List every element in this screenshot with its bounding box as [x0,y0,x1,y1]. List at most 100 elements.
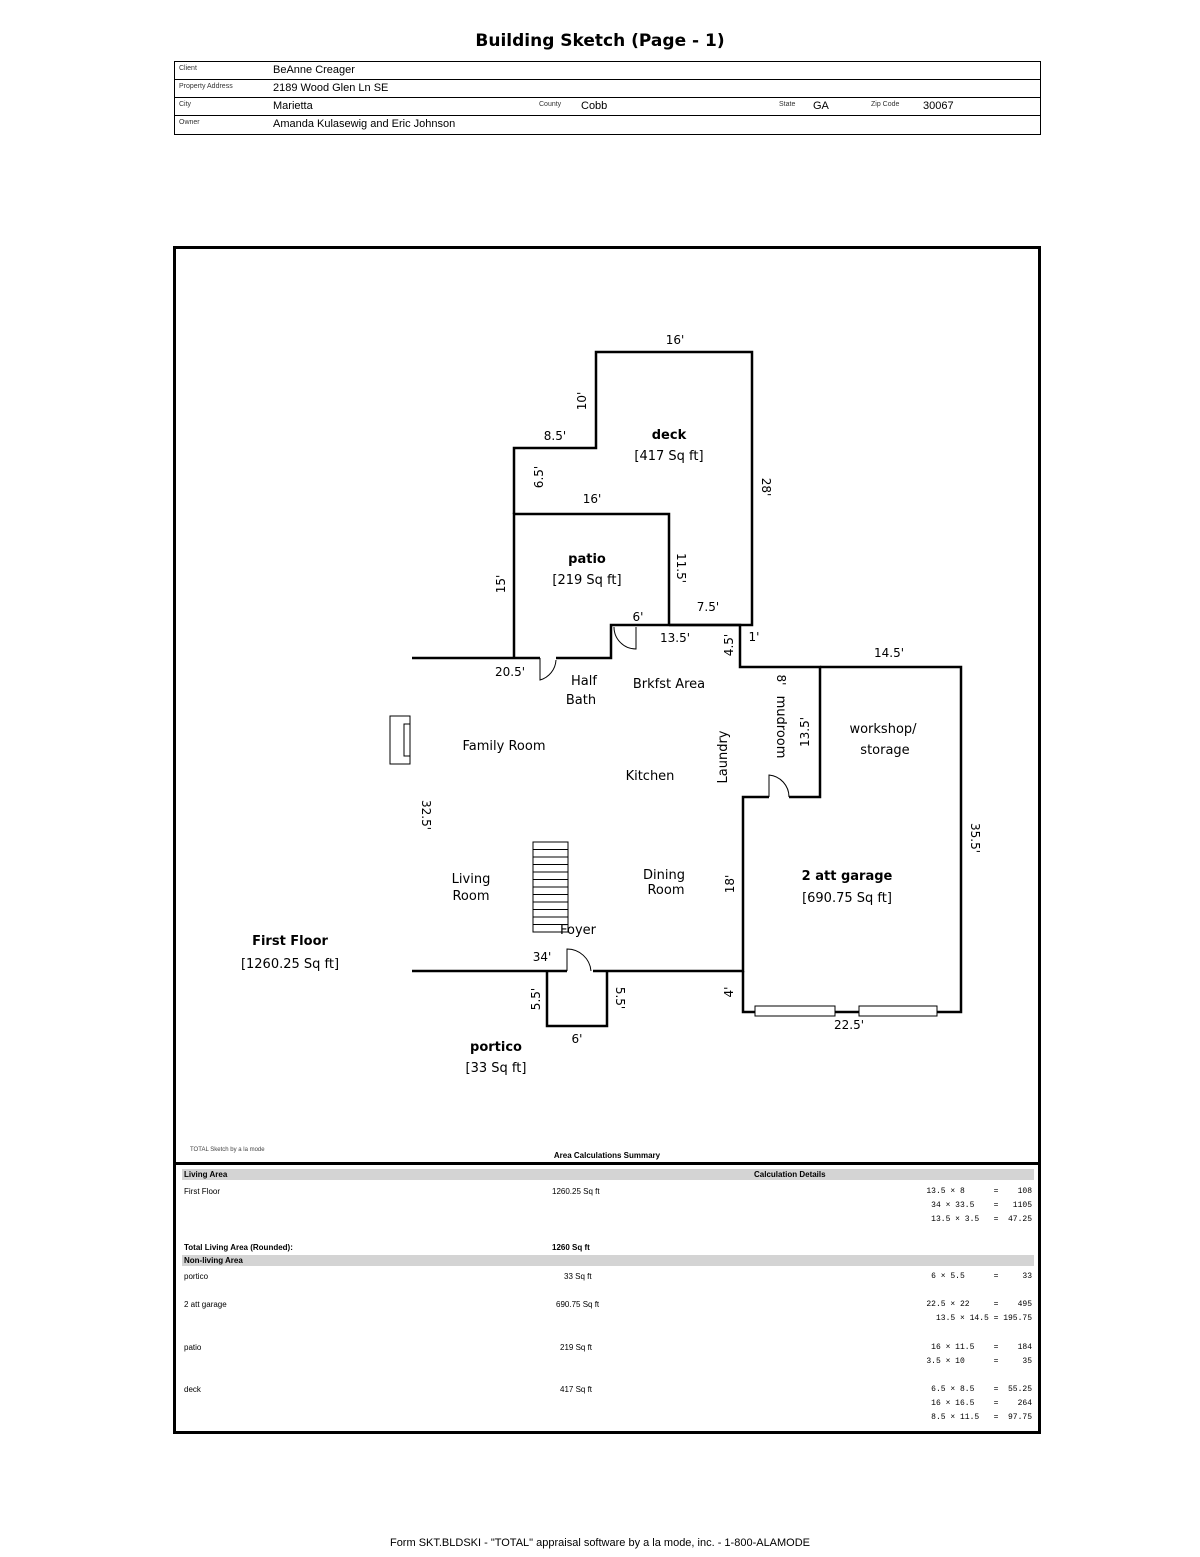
dim-main-left: 32.5' [419,800,433,830]
patio-calc-2: 3.5 × 10 = 35 [926,1357,1032,1366]
dim-garage-right: 35.5' [968,823,982,853]
address-value: 2189 Wood Glen Ln SE [273,82,389,94]
dim-garage-top: 14.5' [874,646,904,660]
garage-area: [690.75 Sq ft] [802,891,892,906]
dim-portico-bottom: 6' [572,1032,583,1046]
room-half-label: Half [571,674,597,689]
first-floor-title: First Floor [252,934,328,949]
portico-outline [545,971,609,1028]
portico-title: portico [470,1040,522,1055]
first-floor-calc-2: 34 × 33.5 = 1105 [931,1201,1032,1210]
dim-deck-left-upper: 10' [575,392,589,411]
dim-patio-right: 11.5' [674,553,688,583]
total-living-value: 1260 Sq ft [552,1243,590,1252]
portico-row-value: 33 Sq ft [564,1272,592,1281]
page-title: Building Sketch (Page - 1) [475,31,725,51]
patio-door-swing-icon [539,658,557,681]
patio-row-label: patio [184,1343,202,1352]
dim-main-bottom: 34' [533,950,552,964]
room-foyer-label: Foyer [560,923,597,938]
staircase-icon [532,841,569,933]
zip-label: Zip Code [871,101,900,108]
page-footer: Form SKT.BLDSKI - "TOTAL" appraisal soft… [389,1537,811,1549]
first-floor-calc-1: 13.5 × 8 = 108 [926,1187,1032,1196]
room-workshop-label: workshop/ [849,722,917,737]
garage-door-left [754,1005,836,1017]
state-value: GA [813,100,829,112]
portico-area: [33 Sq ft] [466,1061,527,1076]
patio-calc-1: 16 × 11.5 = 184 [931,1343,1032,1352]
dim-deck-step: 8.5' [544,429,566,443]
patio-title: patio [568,552,606,567]
deck-calc-3: 8.5 × 11.5 = 97.75 [931,1413,1032,1422]
fireplace [389,715,411,765]
door-swings [539,626,790,972]
city-value: Marietta [273,100,313,112]
nonliving-area-header: Non-living Area [184,1256,243,1265]
main-house-outline [412,623,822,973]
dim-main-top-left: 20.5' [495,665,525,679]
living-area-header: Living Area [184,1170,228,1179]
patio-outline [512,512,671,658]
floor-plan-sketch: deck [417 Sq ft] patio [219 Sq ft] 2 att… [241,333,982,1076]
owner-label: Owner [179,119,200,126]
dim-brkfst-width: 13.5' [660,631,690,645]
summary-title: Area Calculations Summary [553,1151,661,1160]
calc-details-header: Calculation Details [754,1170,826,1179]
sketch-frame: deck [417 Sq ft] patio [219 Sq ft] 2 att… [173,246,1041,1434]
garage-row-label: 2 att garage [184,1300,227,1309]
room-family-label: Family Room [463,739,546,754]
address-row: Property Address 2189 Wood Glen Ln SE [175,80,1040,98]
portico-row-label: portico [184,1272,209,1281]
owner-row: Owner Amanda Kulasewig and Eric Johnson [175,116,1040,134]
dim-mud-13-5: 13.5' [798,717,812,747]
first-floor-calc-3: 13.5 × 3.5 = 47.25 [931,1215,1032,1224]
bath-door-swing-icon [613,626,637,650]
zip-value: 30067 [923,100,954,112]
dim-portico-right: 5.5' [613,987,627,1009]
property-header-table: Client BeAnne Creager Property Address 2… [174,61,1041,135]
room-mudroom-label: mudroom [773,696,788,759]
dim-right-1: 1' [749,630,760,644]
deck-calc-1: 6.5 × 8.5 = 55.25 [931,1385,1032,1394]
dim-patio-bottom: 7.5' [697,600,719,614]
garage-outline [741,665,963,1014]
room-laundry-label: Laundry [716,730,731,783]
state-label: State [779,101,796,108]
dim-patio-left: 15' [494,575,508,594]
room-living-room-label: Room [452,889,489,904]
client-row: Client BeAnne Creager [175,62,1040,80]
first-floor-row-label: First Floor [184,1187,220,1196]
room-bath-label: Bath [566,693,596,708]
mudroom-door-swing-icon [768,774,790,798]
county-value: Cobb [581,100,608,112]
living-area-band: Living Area Calculation Details [182,1169,1034,1180]
room-living-label: Living [452,872,491,887]
dim-garage-bottom: 22.5' [834,1018,864,1032]
dim-mud-8: 8' [774,675,788,686]
patio-row-value: 219 Sq ft [560,1343,593,1352]
sketch-credit: TOTAL Sketch by a la mode [190,1147,265,1153]
patio-area: [219 Sq ft] [552,573,621,588]
room-brkfst-label: Brkfst Area [633,677,705,692]
deck-row-value: 417 Sq ft [560,1385,593,1394]
nonliving-area-band: Non-living Area [182,1255,1034,1266]
deck-calc-2: 16 × 16.5 = 264 [931,1399,1032,1408]
garage-door-right [858,1005,938,1017]
garage-doors [754,1005,938,1017]
dim-main-right-18: 18' [723,875,737,894]
city-row: City Marietta County Cobb State GA Zip C… [175,98,1040,116]
deck-title: deck [652,428,687,443]
address-label: Property Address [179,83,233,90]
dim-patio-top: 16' [583,492,602,506]
client-label: Client [179,65,197,72]
garage-row-value: 690.75 Sq ft [556,1300,600,1309]
first-floor-area: [1260.25 Sq ft] [241,957,339,972]
dim-garage-left-4: 4' [722,987,736,998]
garage-calc-2: 13.5 × 14.5 = 195.75 [935,1314,1032,1323]
room-dining-room-label: Room [647,883,684,898]
room-dining-label: Dining [643,868,685,883]
county-label: County [539,101,562,108]
room-kitchen-label: Kitchen [626,769,675,784]
dim-right-4-5: 4.5' [722,634,736,656]
